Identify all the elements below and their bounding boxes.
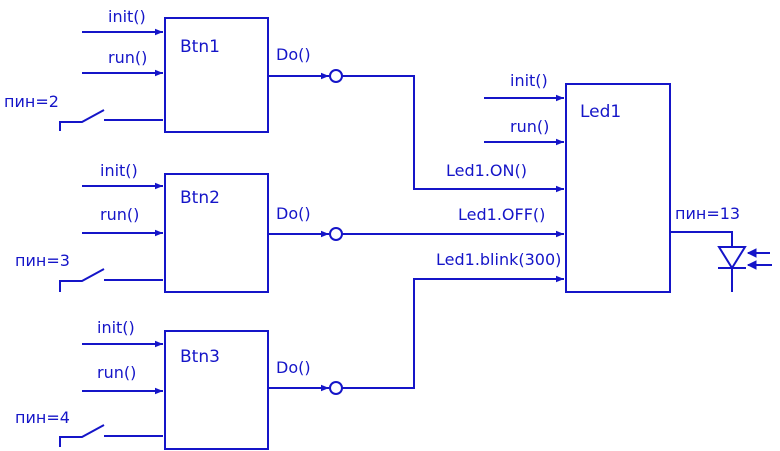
btn2-init-label: init() [100,161,138,180]
led1-box [565,83,671,293]
btn3-run-label: run() [97,363,136,382]
led1-output-wire [670,231,733,247]
btn2-title: Btn2 [180,188,220,208]
btn1-output-label: Do() [276,45,311,64]
btn3-block: Btn3 init() run() пин=4 Do() [15,318,343,450]
btn1-box [164,17,269,133]
btn3-box [164,330,269,450]
btn1-title: Btn1 [180,37,220,57]
btn3-to-led1-blink-wire [342,275,564,389]
led1-on-label: Led1.ON() [446,161,527,180]
btn1-run-label: run() [108,48,147,67]
led-diode-icon [717,246,772,292]
led1-init-label: init() [510,71,548,90]
led1-title: Led1 [580,102,621,122]
led1-run-label: run() [510,117,549,136]
btn1-init-label: init() [108,7,146,26]
led1-block: Led1 init() run() Led1.ON() Led1.OFF() L… [436,71,772,293]
btn3-switch-icon [59,424,163,447]
led1-pin-label: пин=13 [675,204,740,223]
btn1-switch-icon [59,109,163,131]
btn1-pin-label: пин=2 [4,92,59,111]
btn2-output-inverter-icon [329,227,343,241]
led1-blink-label: Led1.blink(300) [436,250,561,269]
btn3-pin-label: пин=4 [15,408,70,427]
btn1-output-inverter-icon [329,69,343,83]
led1-off-label: Led1.OFF() [458,205,545,224]
btn1-block: Btn1 init() run() пин=2 Do() [4,7,343,133]
btn2-output-label: Do() [276,204,311,223]
btn2-block: Btn2 init() run() пин=3 Do() [15,161,343,293]
btn3-output-label: Do() [276,358,311,377]
btn3-title: Btn3 [180,347,220,367]
btn3-init-label: init() [97,318,135,337]
btn2-pin-label: пин=3 [15,251,70,270]
btn1-to-led1-on-wire [342,75,564,193]
btn2-switch-icon [59,268,163,292]
btn2-run-label: run() [100,205,139,224]
btn3-output-inverter-icon [329,381,343,395]
